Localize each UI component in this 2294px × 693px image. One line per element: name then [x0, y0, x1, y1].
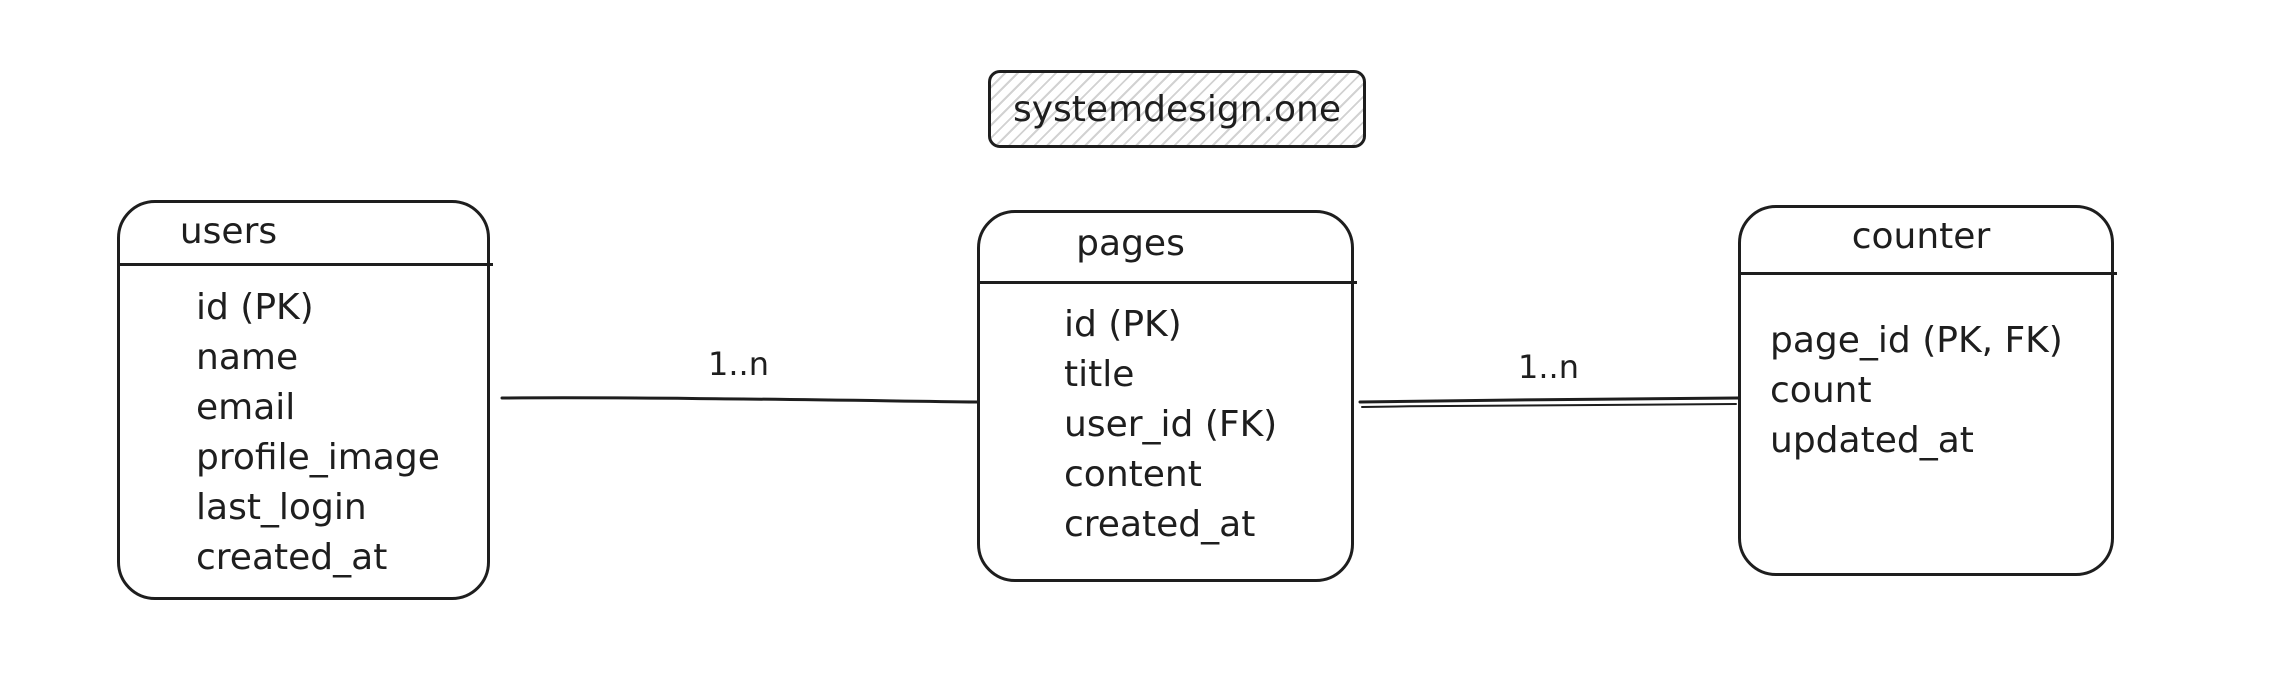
field-item: email — [196, 387, 296, 428]
field-item: count — [1770, 370, 1872, 411]
field-item: id (PK) — [1064, 304, 1182, 345]
field-list: page_id (PK, FK) count updated_at — [1770, 316, 2063, 466]
relation-line-users-pages — [500, 396, 979, 404]
field-item: updated_at — [1770, 420, 1974, 461]
entity-users[interactable]: users id (PK) name email profile_image l… — [117, 200, 493, 600]
entity-divider — [120, 263, 493, 266]
field-item: page_id (PK, FK) — [1770, 320, 2063, 361]
watermark-text: systemdesign.one — [1012, 88, 1341, 130]
entity-divider — [980, 281, 1357, 284]
entity-title: users — [179, 211, 278, 252]
field-item: id (PK) — [196, 287, 314, 328]
field-item: profile_image — [196, 437, 440, 478]
field-list: id (PK) name email profile_image last_lo… — [196, 283, 440, 583]
entity-title: pages — [1076, 223, 1185, 264]
relation-label-pages-counter: 1..n — [1518, 348, 1579, 386]
relation-line-pages-counter-sketch — [1361, 403, 1737, 408]
field-item: user_id (FK) — [1064, 404, 1278, 445]
watermark-badge: systemdesign.one — [988, 70, 1366, 148]
entity-title: counter — [1851, 216, 1991, 257]
entity-counter[interactable]: counter page_id (PK, FK) count updated_a… — [1738, 205, 2117, 576]
field-item: name — [196, 337, 299, 378]
entity-pages[interactable]: pages id (PK) title user_id (FK) content… — [977, 210, 1357, 582]
field-item: content — [1064, 454, 1202, 495]
field-item: created_at — [196, 537, 388, 578]
relation-label-users-pages: 1..n — [708, 345, 769, 383]
field-list: id (PK) title user_id (FK) content creat… — [1064, 300, 1277, 550]
relation-line-pages-counter — [1358, 396, 1740, 404]
field-item: last_login — [196, 487, 367, 528]
entity-divider — [1741, 272, 2117, 275]
field-item: created_at — [1064, 504, 1256, 545]
field-item: title — [1064, 354, 1135, 395]
